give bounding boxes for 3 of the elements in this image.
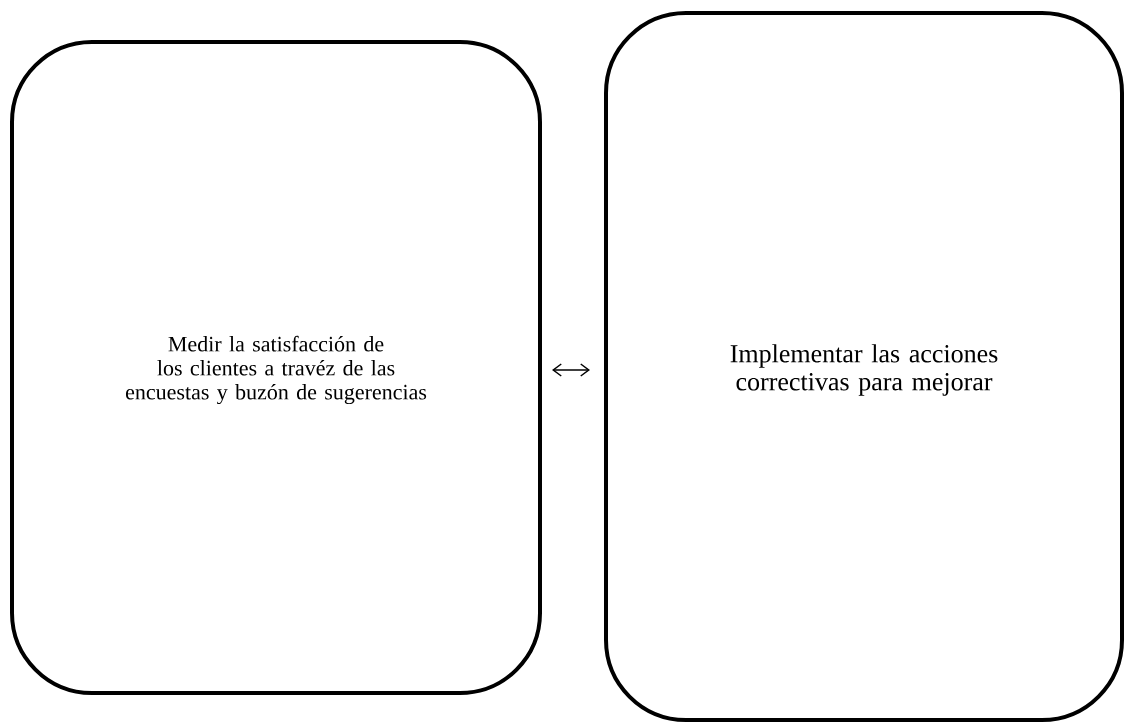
rounded-box: Implementar las acciones correctivas para mejorar <box>604 11 1124 722</box>
arrow <box>552 363 590 377</box>
rounded-box: Medir la satisfacción de los clientes a travéz de las encuestas y buzón de sugerencias <box>10 40 542 695</box>
